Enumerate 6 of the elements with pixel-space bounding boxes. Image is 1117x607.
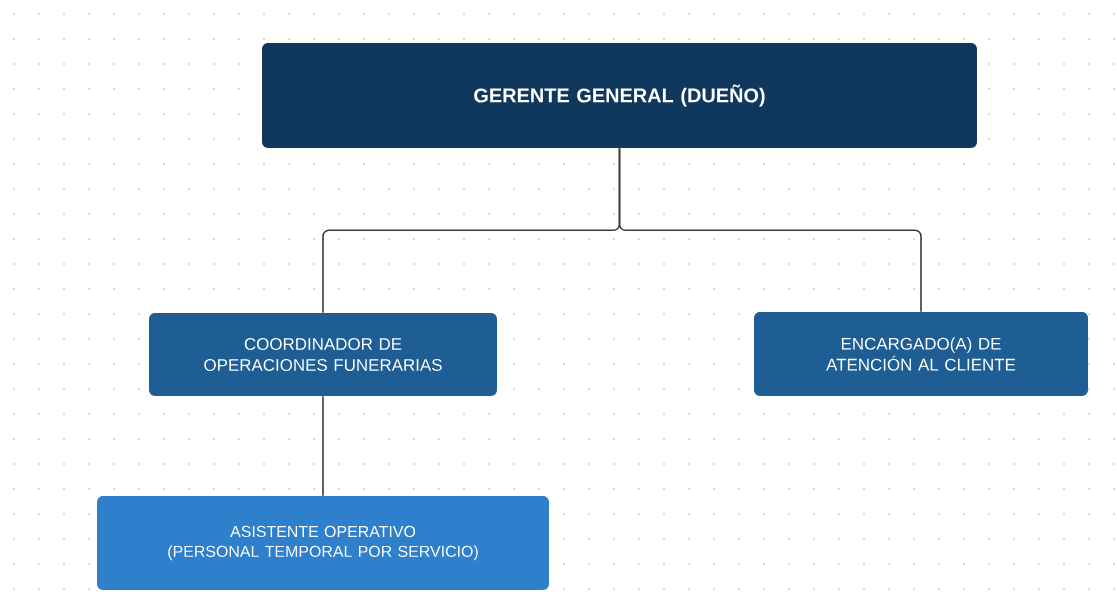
org-box: ASISTENTE OPERATIVO (PERSONAL TEMPORAL POR SERVICIO)	[97, 496, 549, 590]
connector-line	[322, 395, 324, 497]
org-box: GERENTE GENERAL (DUEÑO)	[262, 43, 977, 148]
org-box: ENCARGADO(A) DE ATENCIÓN AL CLIENTE	[754, 312, 1088, 396]
org-box: COORDINADOR DE OPERACIONES FUNERARIAS	[149, 313, 497, 396]
connector-line	[618, 147, 922, 313]
